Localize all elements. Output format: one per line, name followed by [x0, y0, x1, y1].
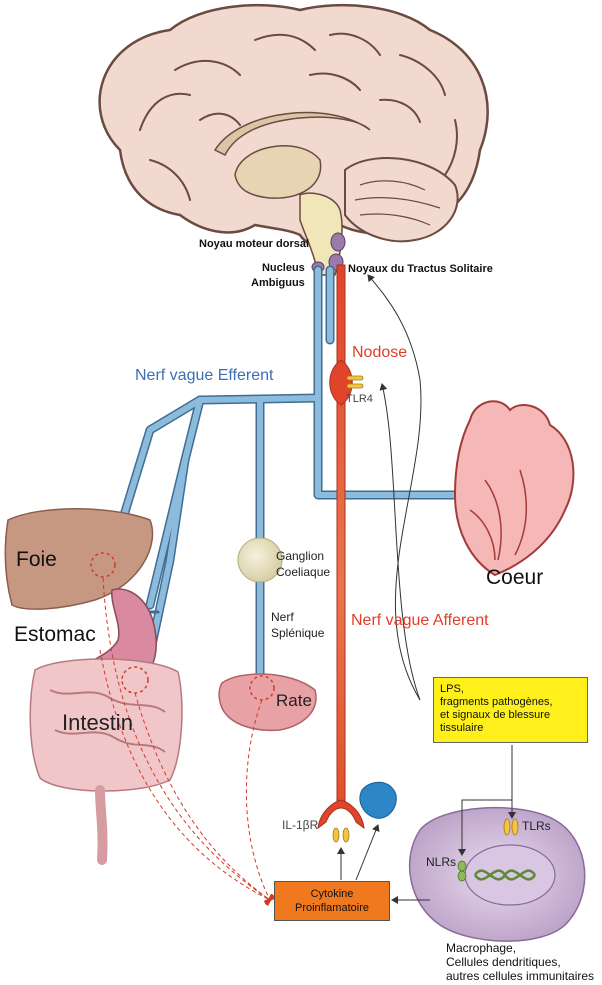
cytokine-box-line1: Cytokine: [275, 887, 389, 901]
immune-cell-caption: Macrophage, Cellules dendritiques, autre…: [446, 941, 594, 983]
signals-box-line3: et signaux de blessure: [440, 709, 581, 722]
signals-box: LPS, fragments pathogènes, et signaux de…: [433, 677, 588, 743]
heart: [455, 401, 573, 575]
arrow-signals-to-nts: [368, 275, 421, 700]
tlrs-label: TLRs: [522, 819, 551, 833]
splenic-nerve-label: Nerf Splénique: [271, 609, 324, 641]
intestine-label: Intestin: [62, 710, 133, 736]
nlrs-label: NLRs: [426, 855, 456, 869]
afferent-terminal-shape: [318, 800, 364, 828]
arrow-cytokine-to-dc: [356, 825, 378, 880]
signals-box-line1: LPS,: [440, 683, 581, 696]
brain: [100, 5, 488, 275]
nucleus-ambiguus-label: Nucleus Ambiguus: [251, 261, 305, 291]
dendritic-cell: [360, 782, 396, 818]
cytokine-box-line2: Proinflamatoire: [275, 901, 389, 915]
splenic-nerve-line1: Nerf: [271, 609, 324, 625]
macrophage: [410, 808, 585, 941]
il1br-label: IL-1βR: [282, 818, 318, 832]
signals-box-line2: fragments pathogènes,: [440, 696, 581, 709]
cytokine-box: Cytokine Proinflamatoire: [274, 881, 390, 921]
stomach-label: Estomac: [14, 623, 96, 647]
immune-caption-line1: Macrophage,: [446, 941, 594, 955]
tlr4-label: TLR4: [346, 393, 373, 405]
nucleus-ambiguus-line2: Ambiguus: [251, 276, 305, 291]
immune-caption-line2: Cellules dendritiques,: [446, 955, 594, 969]
liver-label: Foie: [16, 548, 57, 572]
splenic-nerve-line2: Splénique: [271, 625, 324, 641]
nodose-label: Nodose: [352, 344, 407, 362]
heart-label: Coeur: [486, 566, 543, 590]
solitary-tract-label: Noyaux du Tractus Solitaire: [348, 263, 493, 275]
celiac-ganglion-label: Ganglion Coeliaque: [276, 548, 330, 580]
immune-caption-line3: autres cellules immunitaires: [446, 969, 594, 983]
signals-box-line4: tissulaire: [440, 722, 581, 735]
nucleus-ambiguus-line1: Nucleus: [251, 261, 305, 276]
spleen-label: Rate: [276, 691, 312, 711]
nucleus: [465, 845, 555, 905]
afferent-label: Nerf vague Afferent: [351, 612, 489, 630]
celiac-ganglion-line2: Coeliaque: [276, 564, 330, 580]
dorsal-motor-nucleus-shape: [331, 233, 345, 251]
efferent-label: Nerf vague Efferent: [135, 367, 273, 385]
dorsal-motor-nucleus-label: Noyau moteur dorsal: [199, 238, 309, 250]
il1br-receptor-shape: [333, 828, 349, 842]
celiac-ganglion-line1: Ganglion: [276, 548, 330, 564]
